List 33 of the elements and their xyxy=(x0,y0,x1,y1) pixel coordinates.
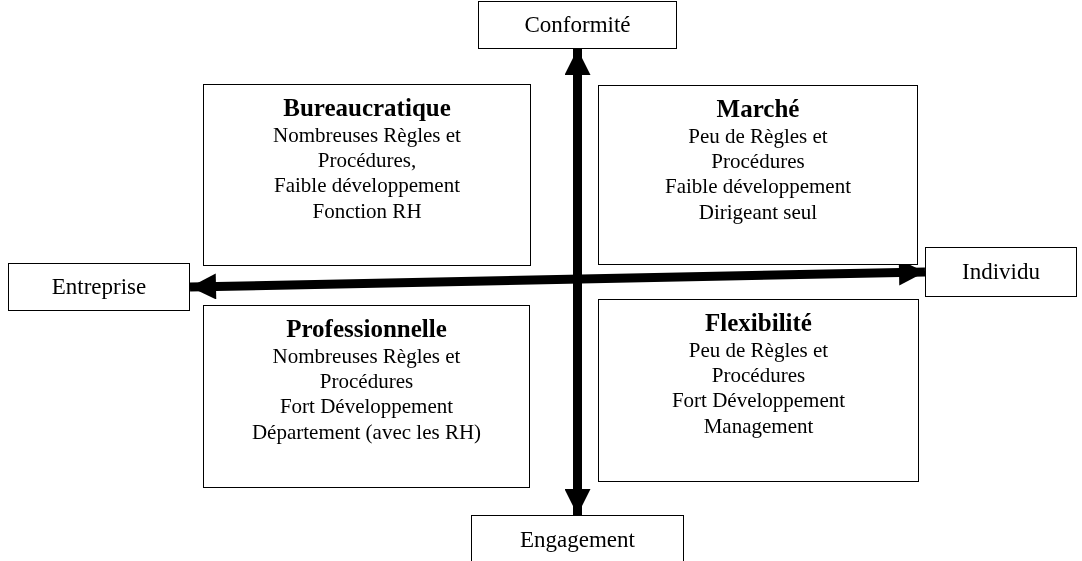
description-line: Peu de Règles et xyxy=(688,338,829,364)
quadrant-box xyxy=(203,84,531,266)
quadrant-title: Bureaucratique xyxy=(283,93,451,123)
quadrant-box xyxy=(598,85,918,265)
description-line: Fort Développement xyxy=(279,394,454,420)
axis-label-box xyxy=(478,1,677,49)
quadrant-box xyxy=(203,305,530,488)
description-line: Procédures xyxy=(711,149,805,175)
axis-label: Engagement xyxy=(520,526,635,554)
description-line: Faible développement xyxy=(274,173,460,199)
double-arrow xyxy=(564,49,591,515)
axis-label-box xyxy=(925,247,1077,297)
quadrant-title: Flexibilité xyxy=(705,308,812,338)
axis-label-box xyxy=(471,515,684,561)
description-line: Fonction RH xyxy=(312,198,422,224)
description-line: Département (avec les RH) xyxy=(251,419,482,445)
description-line: Procédures xyxy=(711,363,806,389)
description-line: Nombreuses Règles et xyxy=(273,123,461,149)
axis-label-box xyxy=(8,263,190,311)
quadrant-box xyxy=(598,299,919,482)
axis-label: Individu xyxy=(962,258,1040,286)
description-line: Management xyxy=(703,413,814,439)
description-line: Nombreuses Règles et xyxy=(272,344,461,370)
quadrant-title: Professionnelle xyxy=(286,314,447,344)
description-line: Procédures, xyxy=(317,148,417,174)
description-line: Fort Développement xyxy=(671,388,846,414)
quadrant-title: Marché xyxy=(716,94,800,124)
description-line: Procédures xyxy=(319,369,414,395)
description-line: Dirigeant seul xyxy=(698,199,818,225)
axis-label: Entreprise xyxy=(51,273,147,301)
description-line: Peu de Règles et xyxy=(688,124,828,150)
description-line: Faible développement xyxy=(665,174,851,200)
axis-label: Conformité xyxy=(524,11,631,39)
